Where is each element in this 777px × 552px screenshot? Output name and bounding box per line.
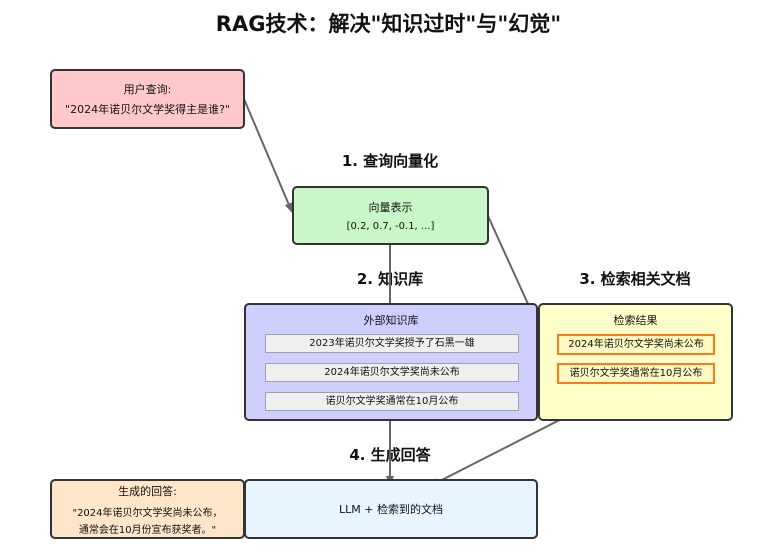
retrieval-result-item: 2024年诺贝尔文学奖尚未公布 (557, 334, 715, 355)
generated-answer-box: 生成的回答: "2024年诺贝尔文学奖尚未公布， 通常会在10月份宣布获奖者。" (50, 479, 245, 539)
knowledge-base-item: 诺贝尔文学奖通常在10月公布 (265, 392, 519, 411)
knowledge-base-box: 外部知识库 2023年诺贝尔文学奖授予了石黑一雄 2024年诺贝尔文学奖尚未公布… (244, 303, 538, 421)
stage-1-label: 1. 查询向量化 (341, 152, 439, 170)
user-query-label: 用户查询: (123, 83, 172, 96)
knowledge-base-item: 2024年诺贝尔文学奖尚未公布 (265, 363, 519, 382)
user-query-text: "2024年诺贝尔文学奖得主是谁?" (65, 103, 230, 116)
vector-label: 向量表示 (368, 201, 413, 214)
diagram-title: RAG技术：解决"知识过时"与"幻觉" (215, 12, 562, 36)
llm-box: LLM + 检索到的文档 (244, 479, 538, 539)
knowledge-base-title: 外部知识库 (363, 314, 419, 327)
generated-answer-line-2: 通常会在10月份宣布获奖者。" (78, 524, 217, 536)
retrieval-results-box: 检索结果 2024年诺贝尔文学奖尚未公布 诺贝尔文学奖通常在10月公布 (538, 303, 733, 421)
generated-answer-label: 生成的回答: (118, 484, 177, 498)
vector-value: [0.2, 0.7, -0.1, ...] (346, 221, 435, 232)
llm-label: LLM + 检索到的文档 (339, 503, 443, 516)
vector-box: 向量表示 [0.2, 0.7, -0.1, ...] (292, 186, 489, 245)
user-query-box: 用户查询: "2024年诺贝尔文学奖得主是谁?" (50, 69, 245, 129)
stage-3-label: 3. 检索相关文档 (579, 270, 691, 288)
arrow-query-to-vector (243, 98, 293, 213)
knowledge-base-item: 2023年诺贝尔文学奖授予了石黑一雄 (265, 334, 519, 353)
retrieval-results-title: 检索结果 (613, 314, 658, 327)
generated-answer-line-1: "2024年诺贝尔文学奖尚未公布， (72, 507, 223, 519)
retrieval-result-item: 诺贝尔文学奖通常在10月公布 (557, 363, 715, 384)
